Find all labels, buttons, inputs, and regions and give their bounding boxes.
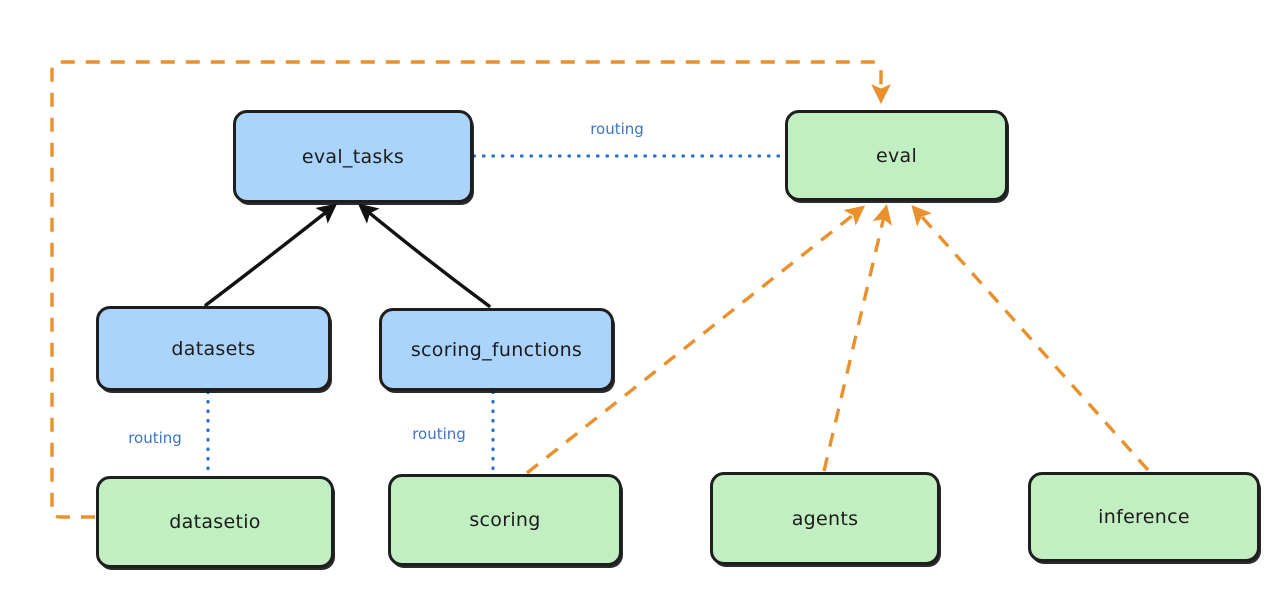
node-scoring-functions[interactable]: scoring_functions (379, 308, 614, 391)
node-datasetio[interactable]: datasetio (96, 476, 334, 568)
node-scoring[interactable]: scoring (388, 474, 622, 566)
edge-group-composition (204, 203, 491, 308)
edge-scoring-to-eval (525, 205, 866, 475)
edge-scoring_functions-to-eval_tasks (357, 203, 491, 308)
node-label: datasets (171, 337, 256, 360)
node-label: scoring_functions (410, 338, 583, 361)
node-label: agents (791, 507, 859, 530)
node-label: datasetio (169, 511, 261, 533)
node-eval[interactable]: eval (785, 110, 1008, 201)
node-label: eval (875, 144, 918, 167)
node-label: eval_tasks (301, 145, 405, 168)
node-inference[interactable]: inference (1028, 472, 1260, 562)
edge-label-routing-eval: routing (590, 120, 644, 138)
edge-group-routing (206, 154, 786, 476)
node-label: scoring (469, 509, 541, 531)
node-eval-tasks[interactable]: eval_tasks (233, 110, 473, 203)
edge-group-dependency (50, 60, 1150, 519)
node-agents[interactable]: agents (710, 472, 940, 565)
edge-datasets-to-eval_tasks (204, 203, 338, 307)
edge-label-routing-datasetio: routing (128, 429, 182, 447)
node-label: inference (1098, 506, 1190, 528)
edge-label-routing-scoring: routing (412, 425, 466, 443)
edge-agents-to-eval (822, 204, 893, 472)
edge-inference-to-eval (911, 205, 1150, 472)
node-datasets[interactable]: datasets (96, 306, 331, 391)
